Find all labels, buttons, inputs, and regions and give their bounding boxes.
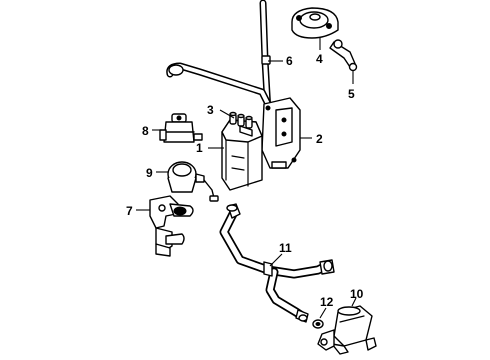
callout-label-6: 6 <box>286 54 293 68</box>
part-1-charcoal-canister <box>221 119 263 191</box>
callout-9: 9 <box>146 166 168 180</box>
part-8-thermal-valve <box>159 113 203 143</box>
callout-label-2: 2 <box>316 132 323 146</box>
callout-6: 6 <box>268 54 293 68</box>
callout-label-11: 11 <box>279 241 292 255</box>
callout-label-10: 10 <box>350 287 364 301</box>
part-5-link-arm <box>329 39 358 72</box>
part-12-fitting <box>312 319 324 329</box>
callout-11: 11 <box>269 241 292 267</box>
callout-7: 7 <box>126 204 150 218</box>
callout-8: 8 <box>142 124 162 138</box>
leader-line-10 <box>351 297 357 307</box>
part-9-purge-valve <box>167 161 219 202</box>
callout-label-5: 5 <box>348 87 355 101</box>
callout-10: 10 <box>350 287 364 307</box>
callout-label-4: 4 <box>316 52 323 66</box>
callout-label-12: 12 <box>320 295 334 309</box>
leader-line-3 <box>219 109 235 119</box>
part-7-vacuum-solenoid <box>149 195 194 257</box>
callout-2: 2 <box>300 132 323 146</box>
callout-label-9: 9 <box>146 166 153 180</box>
leader-line-11 <box>269 253 283 267</box>
callout-3: 3 <box>207 103 235 119</box>
part-11-vapor-hose <box>219 203 335 323</box>
part-4-dome-valve <box>291 7 339 39</box>
part-10-solenoid-assembly <box>317 305 377 355</box>
callout-12: 12 <box>319 295 334 319</box>
part-2-mounting-bracket <box>261 97 301 169</box>
callout-4: 4 <box>316 38 323 66</box>
callout-label-8: 8 <box>142 124 149 138</box>
callout-5: 5 <box>348 71 355 101</box>
leader-line-12 <box>319 307 327 319</box>
callout-1: 1 <box>196 141 224 155</box>
callout-label-1: 1 <box>196 141 203 155</box>
part-6-vapor-tube <box>166 0 274 116</box>
callout-label-7: 7 <box>126 204 133 218</box>
callout-label-3: 3 <box>207 103 214 117</box>
